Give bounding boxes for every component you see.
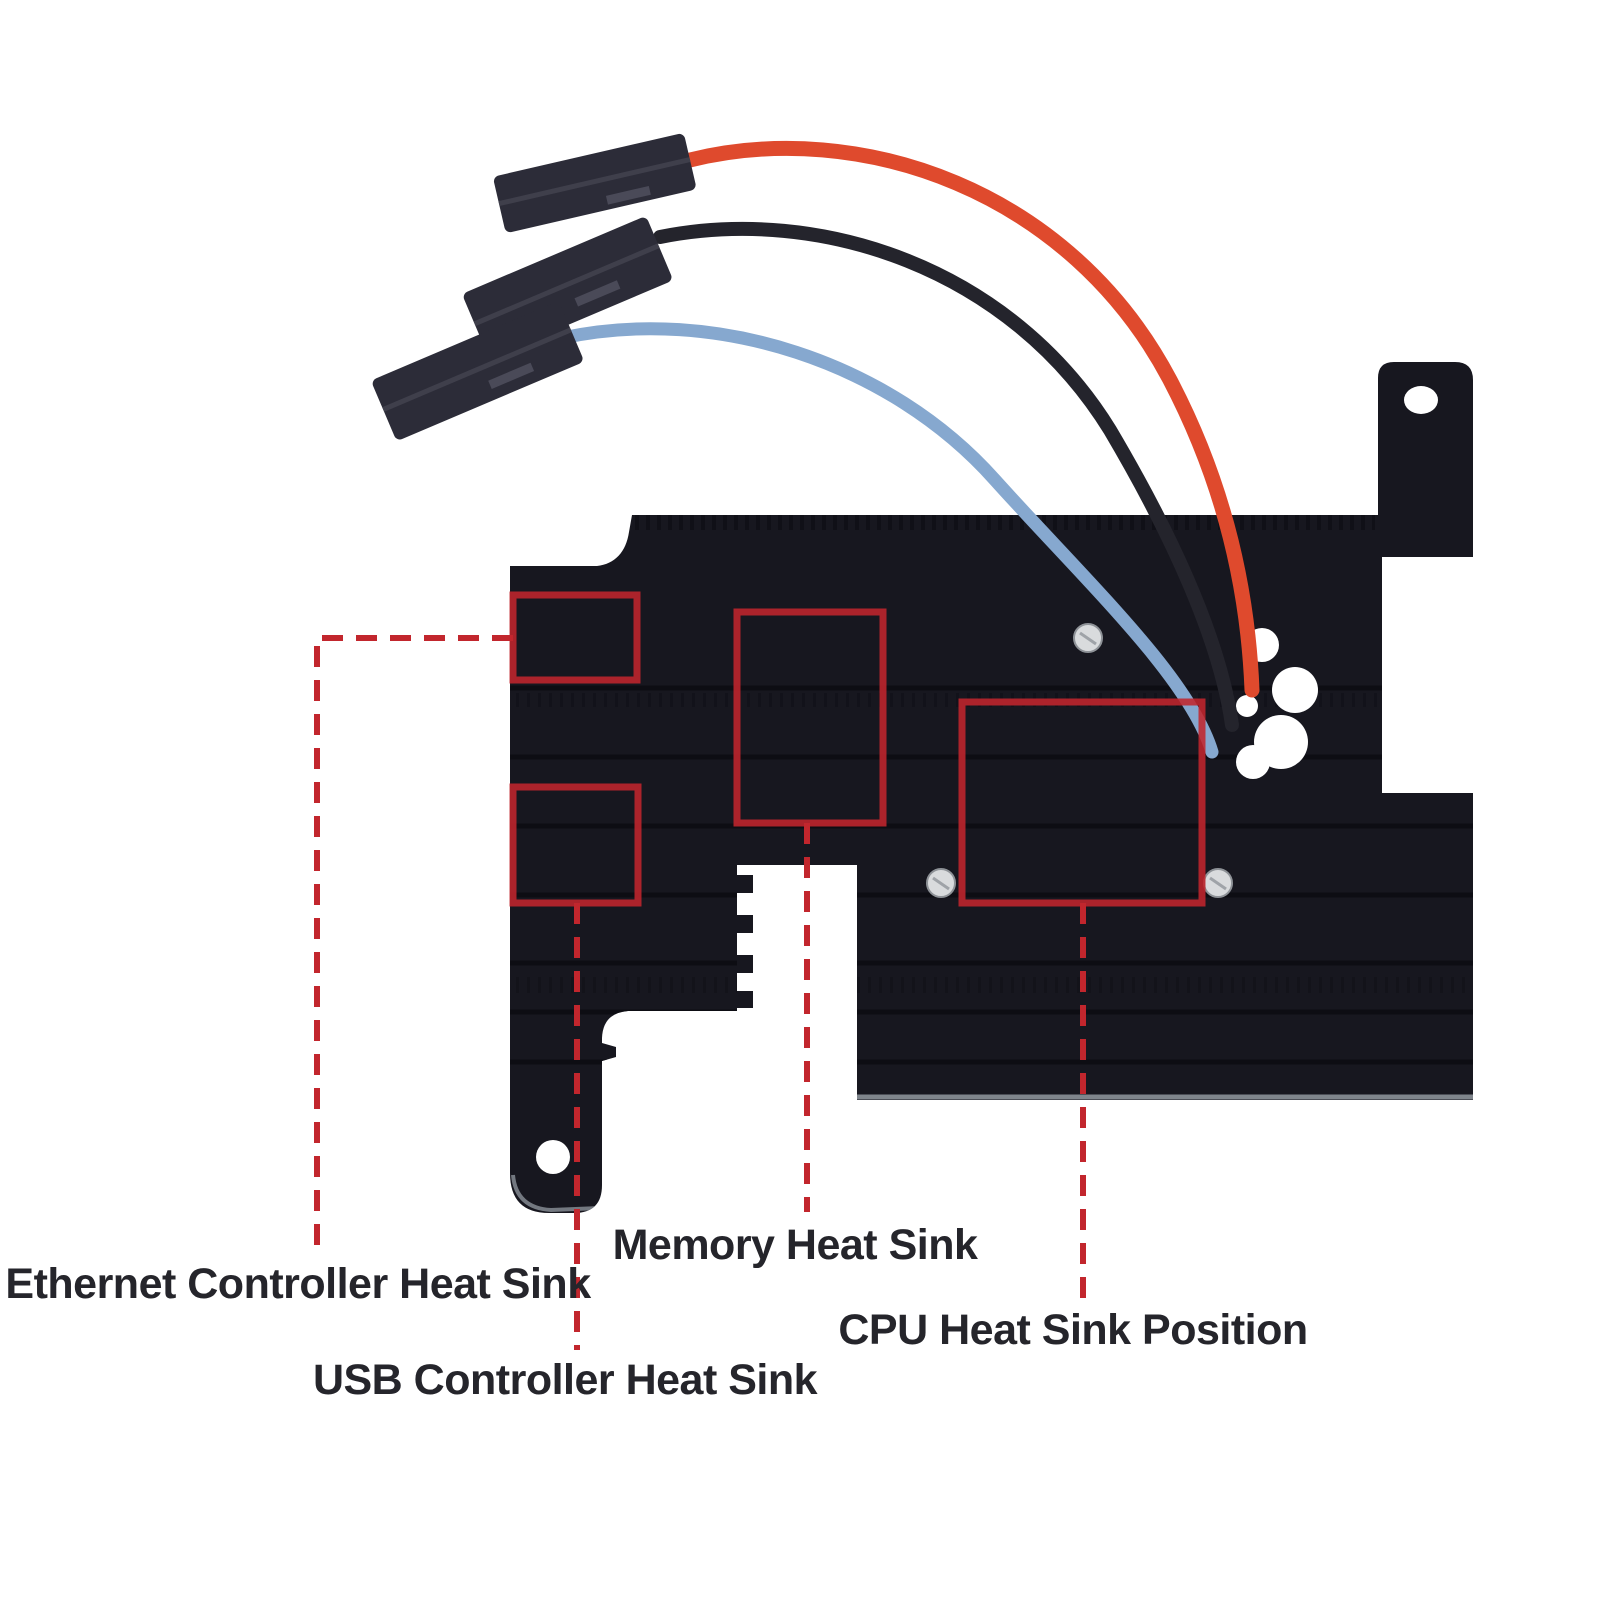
screw-top [1073, 623, 1103, 653]
heatsink-plate [510, 362, 1473, 1213]
blue-jumper-wire [555, 322, 1219, 759]
ethernet-heatsink-label: Ethernet Controller Heat Sink [5, 1260, 591, 1308]
wire-cutout [1236, 628, 1318, 779]
cutout-teeth [737, 875, 753, 1008]
ethernet-leader-line [314, 635, 513, 1250]
red-jumper-wire [682, 141, 1260, 698]
red-wire-connector [493, 133, 696, 233]
black-jumper-wire [653, 221, 1239, 732]
memory-heatsink-label: Memory Heat Sink [613, 1221, 978, 1269]
screw-bottom-left [926, 868, 956, 898]
cpu-heatsink-label: CPU Heat Sink Position [838, 1306, 1307, 1354]
usb-heatsink-label: USB Controller Heat Sink [313, 1356, 818, 1404]
mounting-hole-top-right [1404, 386, 1438, 414]
blue-wire-connector [372, 302, 583, 440]
mounting-hole-bottom-left [536, 1140, 570, 1174]
screw-bottom-right [1203, 868, 1233, 898]
